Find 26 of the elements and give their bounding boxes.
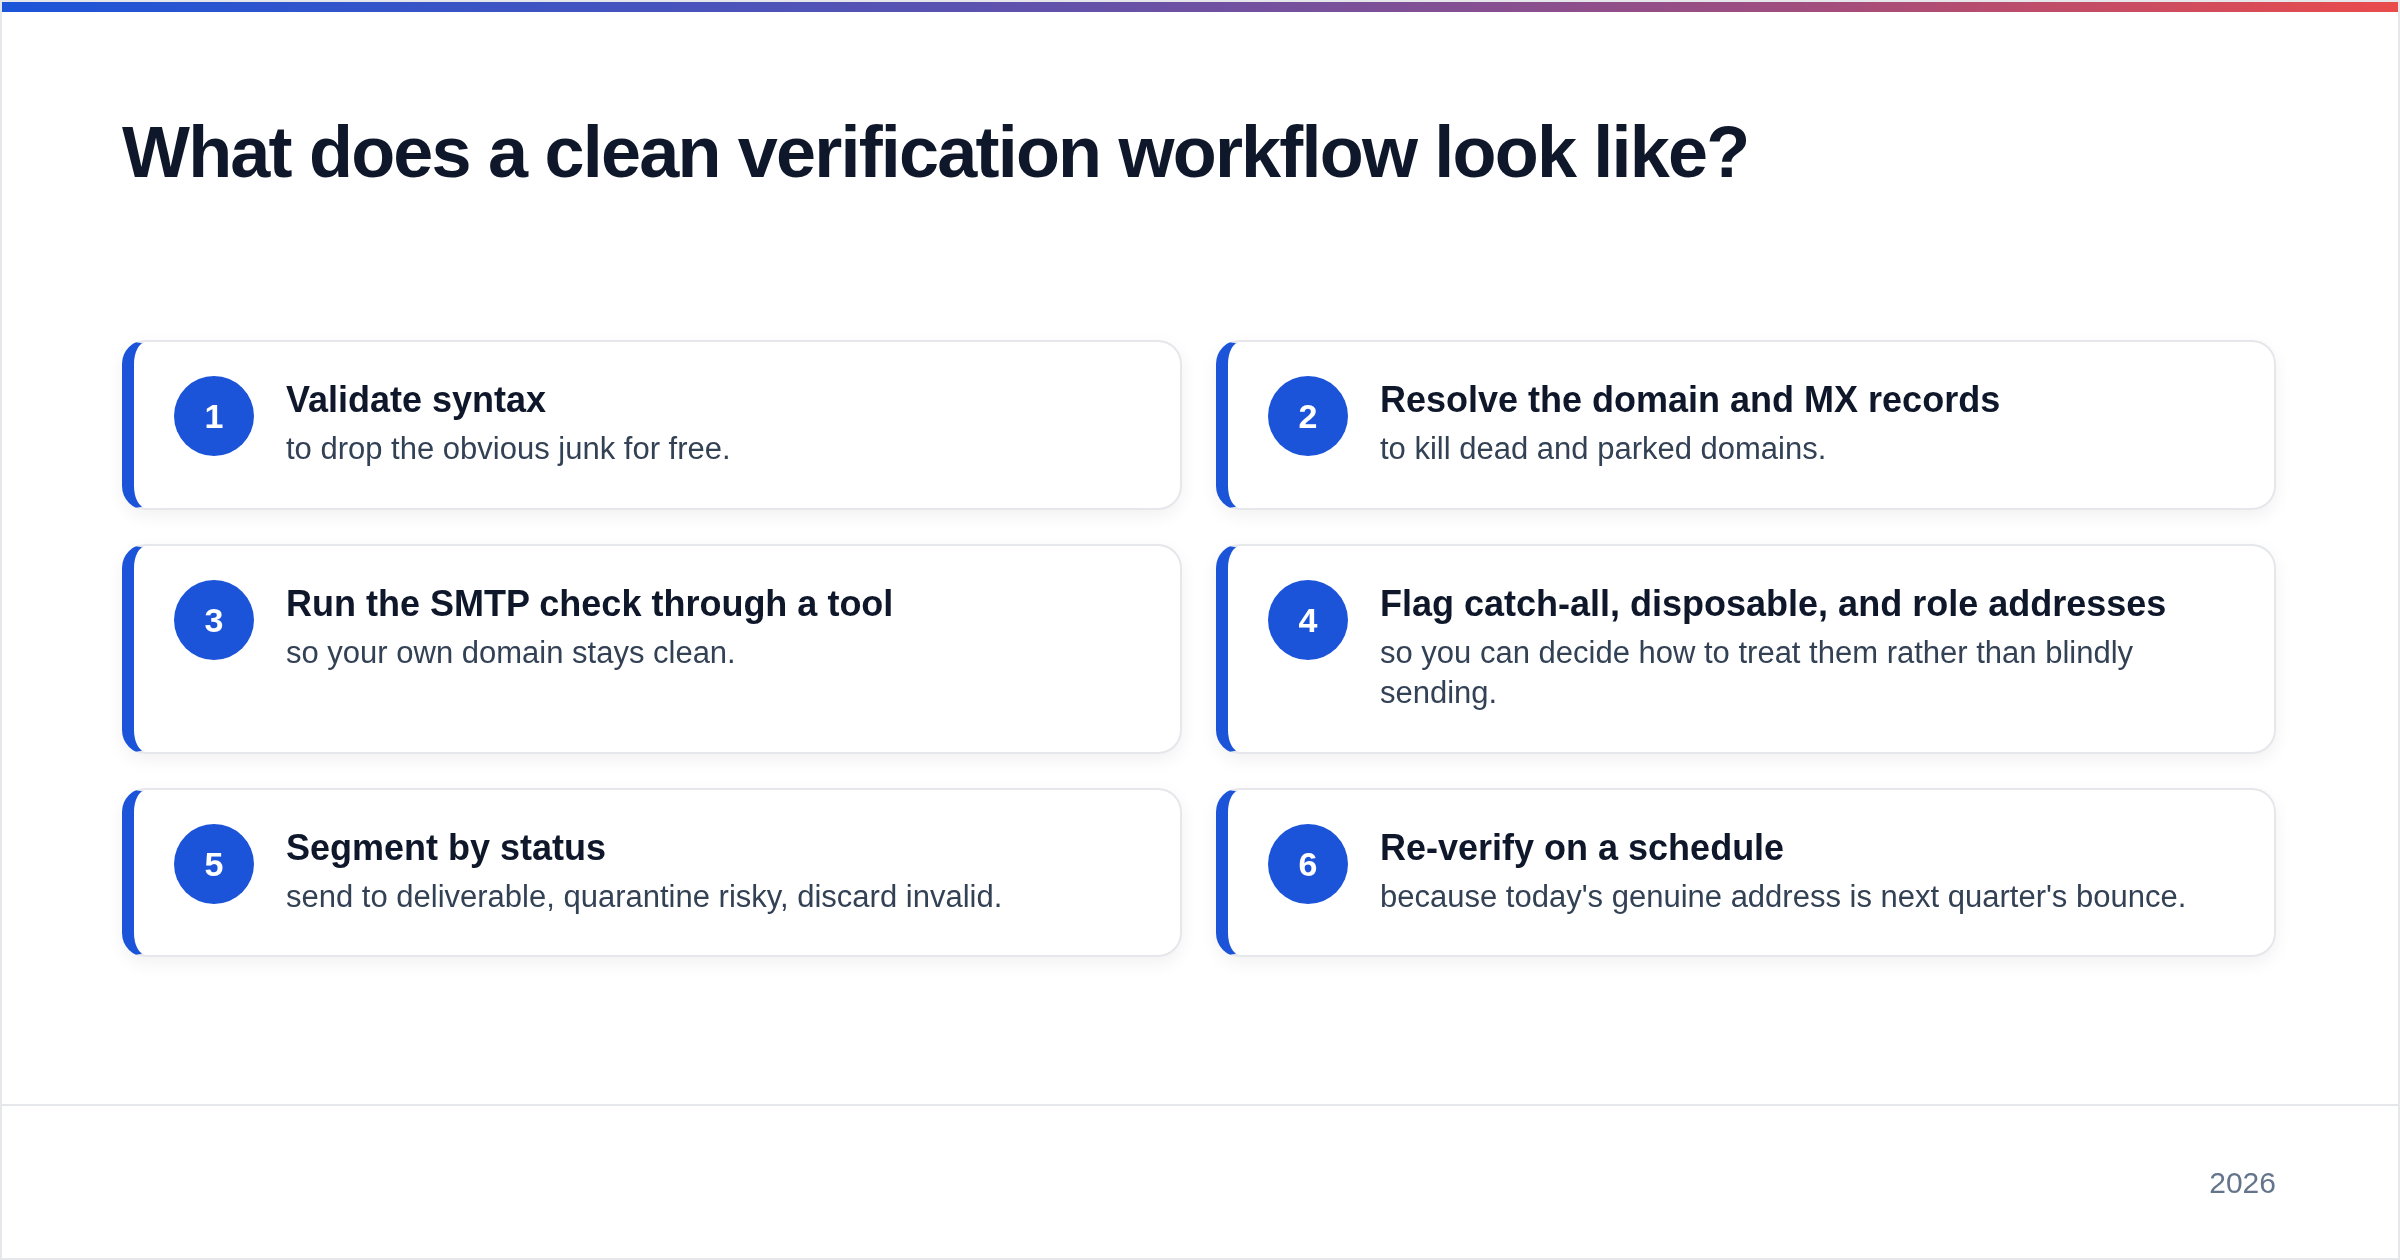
step-card	[122, 340, 1182, 510]
step-number-circle: 4	[1268, 580, 1348, 660]
step-description: to drop the obvious junk for free.	[286, 430, 732, 468]
step-card	[122, 788, 1182, 957]
step-description: so you can decide how to treat them rather than blindly sending.	[1380, 634, 2135, 712]
step-title: Flag catch-all, disposable, and role addresses	[1380, 582, 2168, 626]
step-title: Segment by status	[286, 826, 608, 870]
step-card	[1216, 544, 2276, 754]
year-label: 2026	[2209, 1165, 2276, 1201]
step-title: Resolve the domain and MX records	[1380, 378, 2002, 422]
step-title: Validate syntax	[286, 378, 548, 422]
step-description: because today's genuine address is next quarter's bounce.	[1380, 878, 2188, 916]
step-number-circle: 2	[1268, 376, 1348, 456]
step-number-circle: 1	[174, 376, 254, 456]
step-description: so your own domain stays clean.	[286, 634, 737, 672]
step-title: Run the SMTP check through a tool	[286, 582, 895, 626]
step-description: to kill dead and parked domains.	[1380, 430, 1828, 468]
step-number-circle: 5	[174, 824, 254, 904]
step-card	[1216, 340, 2276, 510]
step-card	[122, 544, 1182, 754]
page-title: What does a clean verification workflow look like?	[122, 116, 1749, 188]
step-number-circle: 3	[174, 580, 254, 660]
step-title: Re-verify on a schedule	[1380, 826, 1786, 870]
step-card	[1216, 788, 2276, 957]
step-number-circle: 6	[1268, 824, 1348, 904]
step-description: send to deliverable, quarantine risky, discard invalid.	[286, 878, 1004, 916]
